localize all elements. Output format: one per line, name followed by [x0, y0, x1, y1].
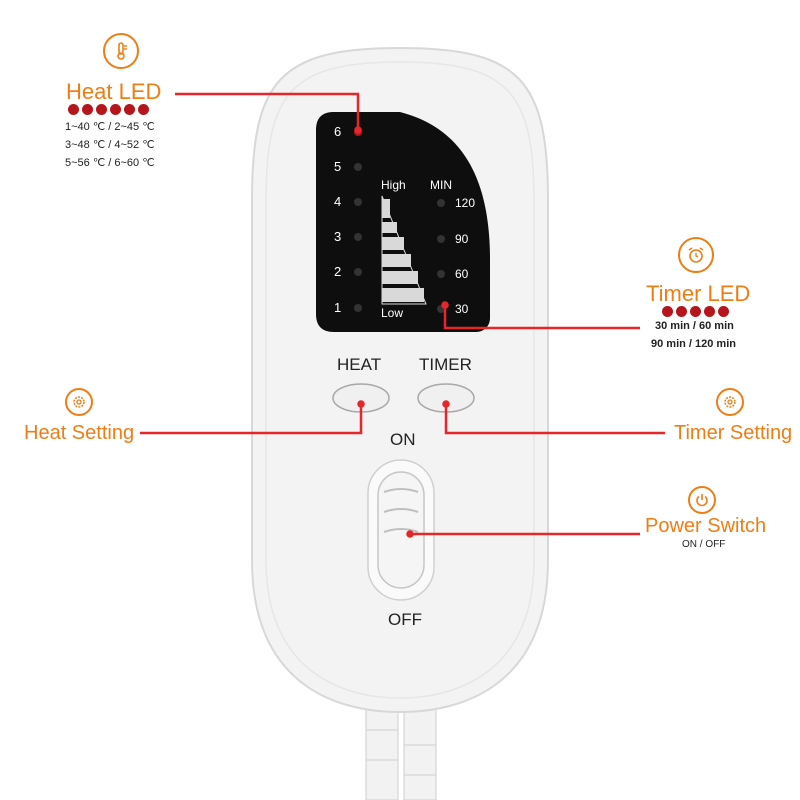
power-cable	[365, 699, 437, 800]
heat-setting-title: Heat Setting	[24, 422, 135, 444]
power-switch-sub: ON / OFF	[682, 539, 726, 550]
timer-value-90: 90	[455, 232, 469, 246]
heat-button[interactable]	[333, 384, 389, 412]
heat-levels-line2: 3~48 ℃ / 4~52 ℃	[65, 139, 155, 151]
heat-levels-line1: 1~40 ℃ / 2~45 ℃	[65, 121, 155, 133]
timer-setting-title: Timer Setting	[674, 422, 793, 444]
low-label: Low	[381, 306, 404, 320]
timer-value-30: 30	[455, 302, 469, 316]
callout-lines	[140, 92, 665, 538]
heat-led-dots	[68, 104, 149, 115]
min-label: MIN	[430, 178, 452, 192]
power-switch-title: Power Switch	[645, 515, 767, 537]
power-icon	[688, 486, 716, 514]
heat-level-1: 1	[334, 300, 342, 315]
timer-setting-gear-icon	[716, 388, 744, 416]
power-switch[interactable]	[378, 472, 424, 588]
heat-level-5: 5	[334, 159, 342, 174]
timer-led-dots	[662, 306, 729, 317]
heat-level-staircase	[381, 195, 427, 305]
heat-level-4: 4	[334, 194, 342, 209]
timer-button-label: TIMER	[419, 355, 472, 374]
timer-times-line1: 30 min / 60 min	[655, 320, 734, 332]
timer-led-title: Timer LED	[646, 281, 751, 306]
off-label: OFF	[388, 610, 422, 629]
heat-button-label: HEAT	[337, 355, 382, 374]
timer-value-120: 120	[455, 196, 476, 210]
heat-level-6: 6	[334, 124, 342, 139]
heat-led-title: Heat LED	[66, 79, 162, 104]
timer-value-60: 60	[455, 267, 469, 281]
heat-level-2: 2	[334, 264, 342, 279]
high-label: High	[381, 178, 406, 192]
timer-times-line2: 90 min / 120 min	[651, 338, 736, 350]
timer-button[interactable]	[418, 384, 474, 412]
heat-levels-line3: 5~56 ℃ / 6~60 ℃	[65, 157, 155, 169]
alarm-clock-icon	[678, 237, 714, 273]
on-label: ON	[390, 430, 416, 449]
heat-setting-gear-icon	[65, 388, 93, 416]
heat-level-3: 3	[334, 229, 342, 244]
timer-led-column	[437, 199, 445, 313]
thermometer-icon	[103, 33, 139, 69]
